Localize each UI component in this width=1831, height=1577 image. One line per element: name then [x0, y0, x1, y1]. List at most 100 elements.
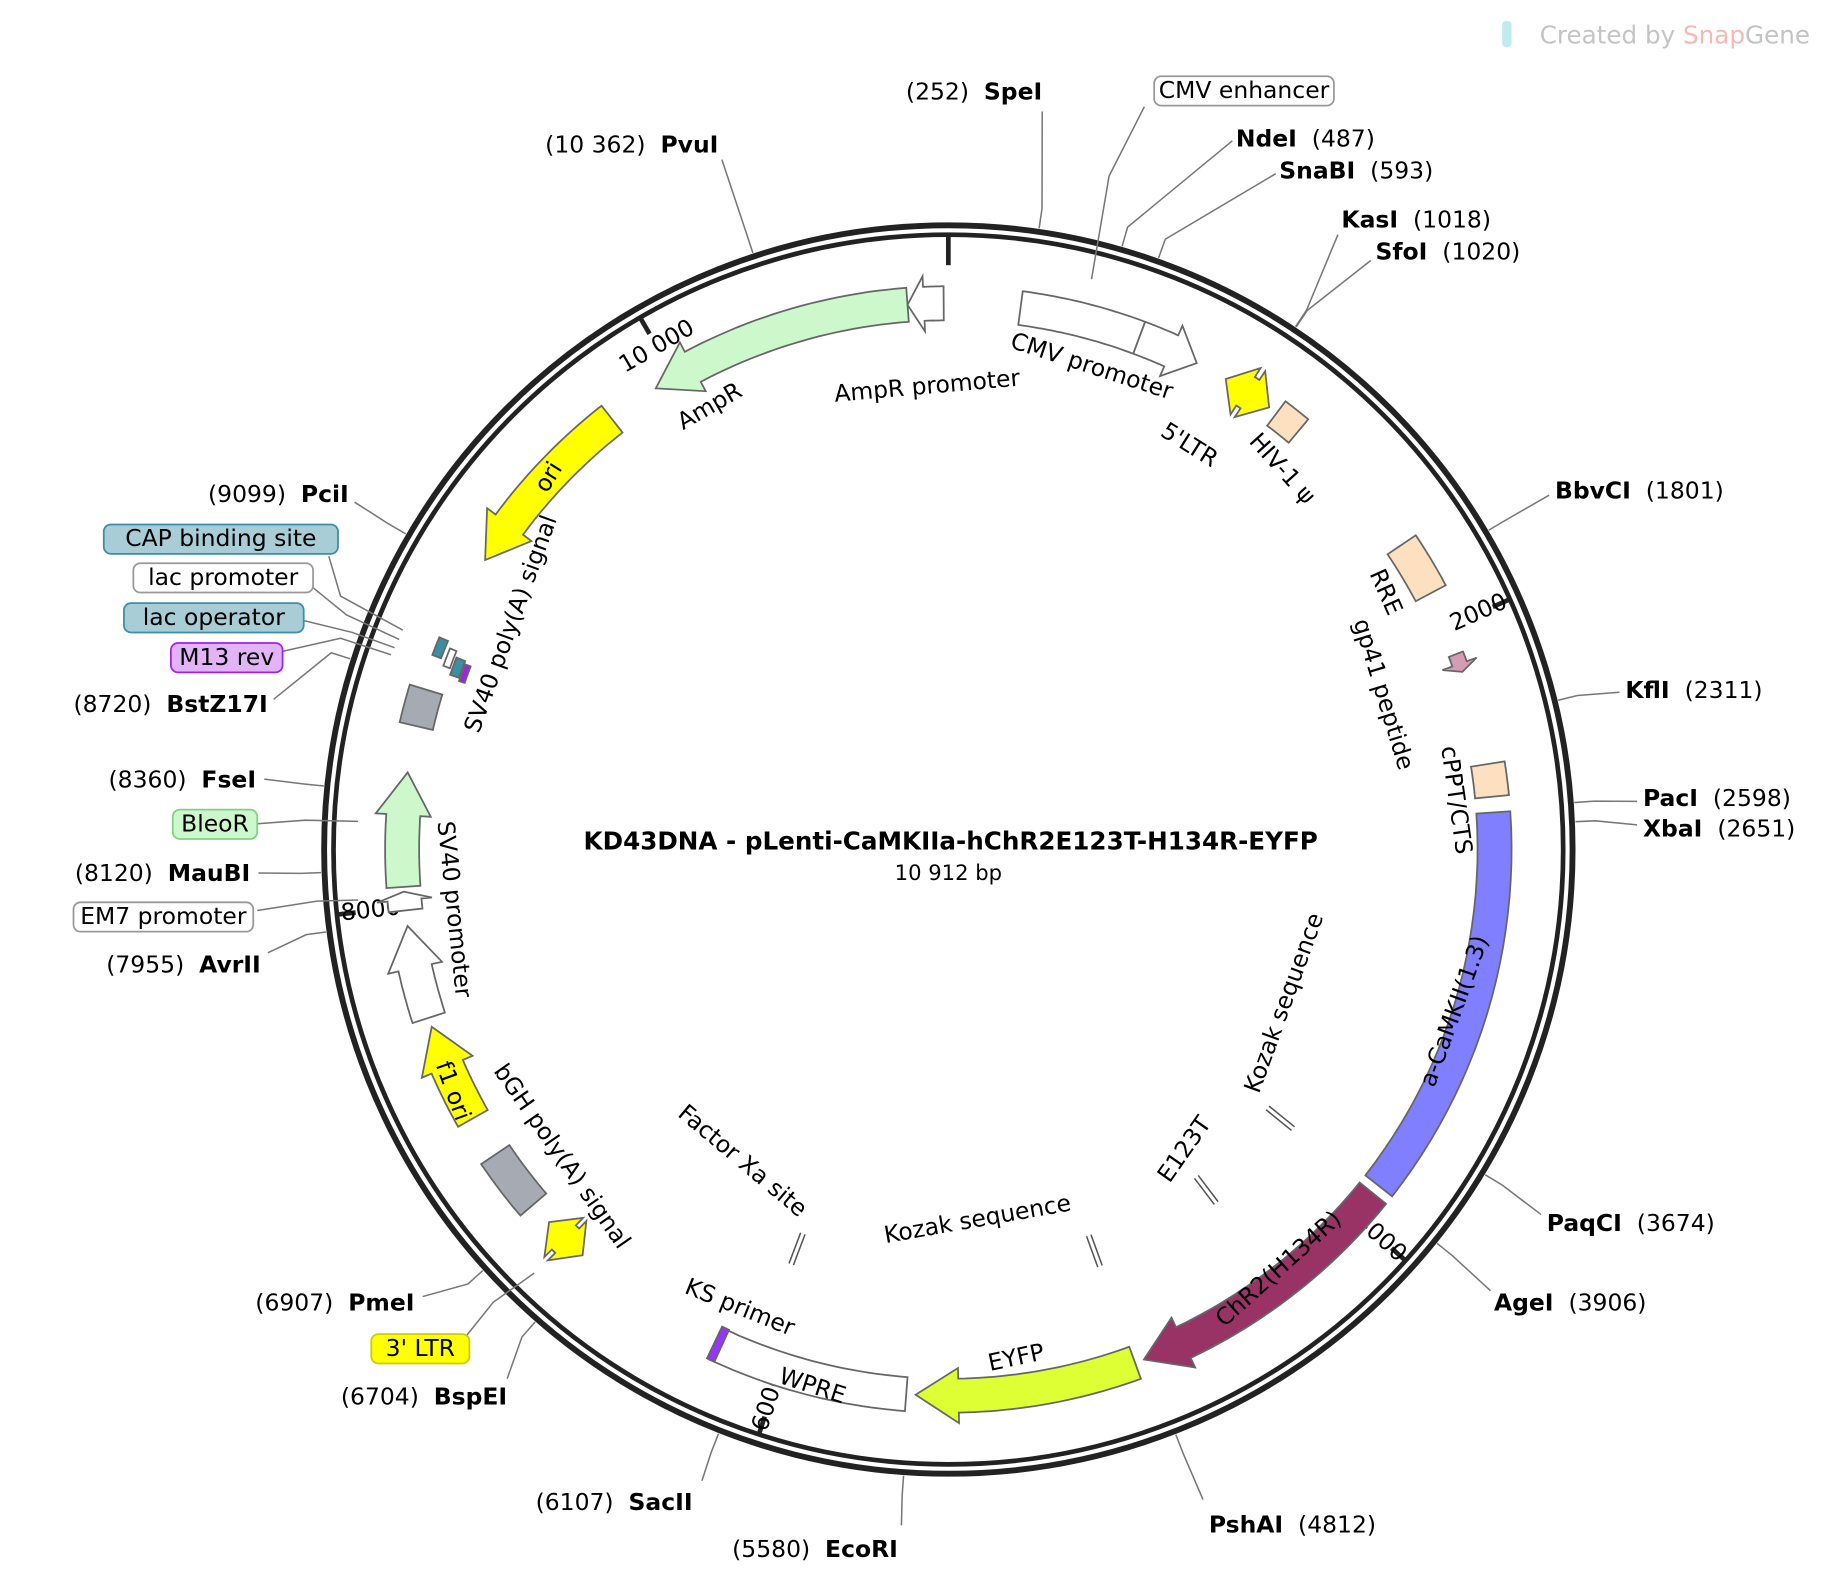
enzyme-site-kfli[interactable]: KflI (2311) — [1625, 676, 1762, 704]
enzyme-name: FseI — [201, 765, 256, 793]
enzyme-label[interactable]: (6907) PmeI — [255, 1289, 414, 1317]
feature-lac-promoter[interactable] — [442, 647, 458, 670]
feature-ori[interactable] — [484, 404, 624, 562]
enzyme-site-pcii[interactable]: (9099) PciI — [208, 480, 349, 508]
enzyme-site-maubi[interactable]: (8120) MauBI — [75, 859, 250, 887]
feature-label-ampr-promoter[interactable]: AmpR promoter — [833, 364, 1021, 408]
enzyme-label[interactable]: XbaI (2651) — [1643, 815, 1795, 843]
enzyme-site-ecori[interactable]: (5580) EcoRI — [732, 1535, 898, 1563]
enzyme-position: 6907 — [264, 1289, 324, 1317]
enzyme-label[interactable]: (8720) BstZ17I — [73, 690, 267, 718]
enzyme-site-fsei[interactable]: (8360) FseI — [109, 765, 257, 793]
feature-lac-operator[interactable] — [449, 656, 467, 679]
enzyme-label[interactable]: NdeI (487) — [1236, 125, 1375, 153]
feature-cmv-promoter[interactable] — [1132, 320, 1198, 378]
feature-rre[interactable] — [1386, 534, 1447, 603]
enzyme-label[interactable]: (5580) EcoRI — [732, 1535, 898, 1563]
feature-chr2-h134r[interactable] — [1142, 1181, 1388, 1369]
enzyme-label[interactable]: KflI (2311) — [1625, 676, 1762, 704]
feature-f1-ori[interactable] — [420, 1025, 489, 1128]
feature-bleor[interactable] — [374, 770, 433, 890]
feature-label-cap-binding-site[interactable]: CAP binding site — [125, 524, 316, 552]
enzyme-site-bbvci[interactable]: BbvCI (1801) — [1555, 477, 1724, 505]
enzyme-site-bspei[interactable]: (6704) BspEI — [341, 1383, 507, 1411]
enzyme-site-sfoi[interactable]: SfoI (1020) — [1375, 237, 1520, 265]
feature-5-ltr[interactable] — [1224, 366, 1271, 419]
enzyme-site-pvui[interactable]: (10 362) PvuI — [545, 131, 718, 159]
enzyme-site-pmei[interactable]: (6907) PmeI — [255, 1289, 414, 1317]
enzyme-label[interactable]: PaqCI (3674) — [1547, 1209, 1715, 1237]
enzyme-label[interactable]: (7955) AvrII — [106, 951, 261, 979]
enzyme-label[interactable]: SnaBI (593) — [1279, 156, 1433, 184]
enzyme-label[interactable]: KasI (1018) — [1341, 206, 1491, 234]
enzyme-label[interactable]: SfoI (1020) — [1375, 237, 1520, 265]
feature-eyfp[interactable] — [913, 1345, 1143, 1425]
enzyme-label[interactable]: (8360) FseI — [109, 765, 257, 793]
backbone-ring — [321, 222, 1576, 1477]
enzyme-label[interactable]: BbvCI (1801) — [1555, 477, 1724, 505]
feature-sv40-poly-a-signal[interactable] — [398, 683, 444, 732]
feature-ampr-promoter[interactable] — [906, 273, 945, 335]
marker-label-kozak-sequence[interactable]: Kozak sequence — [1238, 909, 1329, 1096]
feature-m13-rev[interactable] — [457, 663, 472, 685]
snapgene-watermark: Created by SnapGene — [1502, 20, 1810, 49]
enzyme-site-snabi[interactable]: SnaBI (593) — [1279, 156, 1433, 184]
enzyme-site-avrii[interactable]: (7955) AvrII — [106, 951, 261, 979]
feature-sv40-promoter[interactable] — [386, 924, 446, 1025]
feature-label-cppt-cts[interactable]: cPPT/CTS — [1435, 744, 1478, 856]
feature-ks-primer[interactable] — [705, 1325, 731, 1363]
feature-label-sv40-promoter[interactable]: SV40 promoter — [432, 820, 478, 999]
feature-label-bleor[interactable]: BleoR — [181, 809, 249, 837]
enzyme-label[interactable]: (10 362) PvuI — [545, 131, 718, 159]
enzyme-label[interactable]: PshAI (4812) — [1209, 1510, 1376, 1538]
enzyme-site-sacii[interactable]: (6107) SacII — [536, 1488, 693, 1516]
enzyme-label[interactable]: PacI (2598) — [1643, 784, 1791, 812]
enzyme-label[interactable]: (8120) MauBI — [75, 859, 250, 887]
feature-em7-promoter[interactable] — [376, 890, 433, 914]
enzyme-site-ndei[interactable]: NdeI (487) — [1236, 125, 1375, 153]
enzyme-label[interactable]: (9099) PciI — [208, 480, 349, 508]
leader-line — [308, 583, 400, 641]
enzyme-name: BstZ17I — [166, 690, 267, 718]
enzyme-label[interactable]: AgeI (3906) — [1494, 1289, 1646, 1317]
feature-label-lac-operator[interactable]: lac operator — [143, 603, 285, 631]
feature-3-ltr[interactable] — [543, 1216, 588, 1262]
enzyme-site-paqci[interactable]: PaqCI (3674) — [1547, 1209, 1715, 1237]
feature-label-m13-rev[interactable]: M13 rev — [179, 643, 274, 671]
marker-label-kozak-sequence[interactable]: Kozak sequence — [882, 1189, 1073, 1249]
feature-a-camkii-1-3[interactable] — [1364, 810, 1513, 1198]
marker-label-e123t[interactable]: E123T — [1151, 1110, 1217, 1187]
enzyme-site-spei[interactable]: (252) SpeI — [906, 78, 1042, 106]
feature-bgh-poly-a-signal[interactable] — [479, 1143, 548, 1217]
feature-label-lac-promoter[interactable]: lac promoter — [148, 563, 298, 591]
enzyme-label[interactable]: (6107) SacII — [536, 1488, 693, 1516]
leader-line — [464, 1272, 535, 1339]
feature-label-hiv-1[interactable]: HIV-1 ψ — [1244, 427, 1322, 509]
marker-label-factor-xa-site[interactable]: Factor Xa site — [673, 1098, 813, 1222]
feature-label-gp41-peptide[interactable]: gp41 peptide — [1348, 615, 1420, 773]
enzyme-site-bstz17i[interactable]: (8720) BstZ17I — [73, 690, 267, 718]
feature-label-cmv-enhancer[interactable]: CMV enhancer — [1159, 76, 1330, 104]
feature-label-ks-primer[interactable]: KS primer — [681, 1272, 799, 1341]
enzyme-site-kasi[interactable]: KasI (1018) — [1341, 206, 1491, 234]
feature-label-box — [370, 1333, 471, 1365]
enzyme-site-pshai[interactable]: PshAI (4812) — [1209, 1510, 1376, 1538]
enzyme-label[interactable]: (252) SpeI — [906, 78, 1042, 106]
feature-label-chr2-h134r[interactable]: ChR2(H134R) — [1210, 1205, 1347, 1333]
feature-cppt-cts[interactable] — [1469, 760, 1511, 800]
feature-gp41-peptide[interactable] — [1442, 650, 1478, 673]
enzyme-position: 1020 — [1451, 237, 1511, 265]
enzyme-site-agei[interactable]: AgeI (3906) — [1494, 1289, 1646, 1317]
enzyme-site-xbai[interactable]: XbaI (2651) — [1643, 815, 1795, 843]
enzyme-site-paci[interactable]: PacI (2598) — [1643, 784, 1791, 812]
enzyme-label[interactable]: (6704) BspEI — [341, 1383, 507, 1411]
tick-mark — [336, 910, 356, 917]
feature-label-3-ltr[interactable]: 3' LTR — [386, 1334, 455, 1362]
feature-label-em7-promoter[interactable]: EM7 promoter — [80, 902, 247, 930]
enzyme-leader-line — [900, 1475, 905, 1526]
feature-label-5-ltr[interactable]: 5'LTR — [1156, 416, 1223, 473]
enzyme-position: 593 — [1379, 156, 1424, 184]
feature-cap-binding-site[interactable] — [431, 636, 450, 660]
feature-hiv-1[interactable] — [1265, 400, 1310, 444]
enzyme-name: PshAI — [1209, 1510, 1283, 1538]
